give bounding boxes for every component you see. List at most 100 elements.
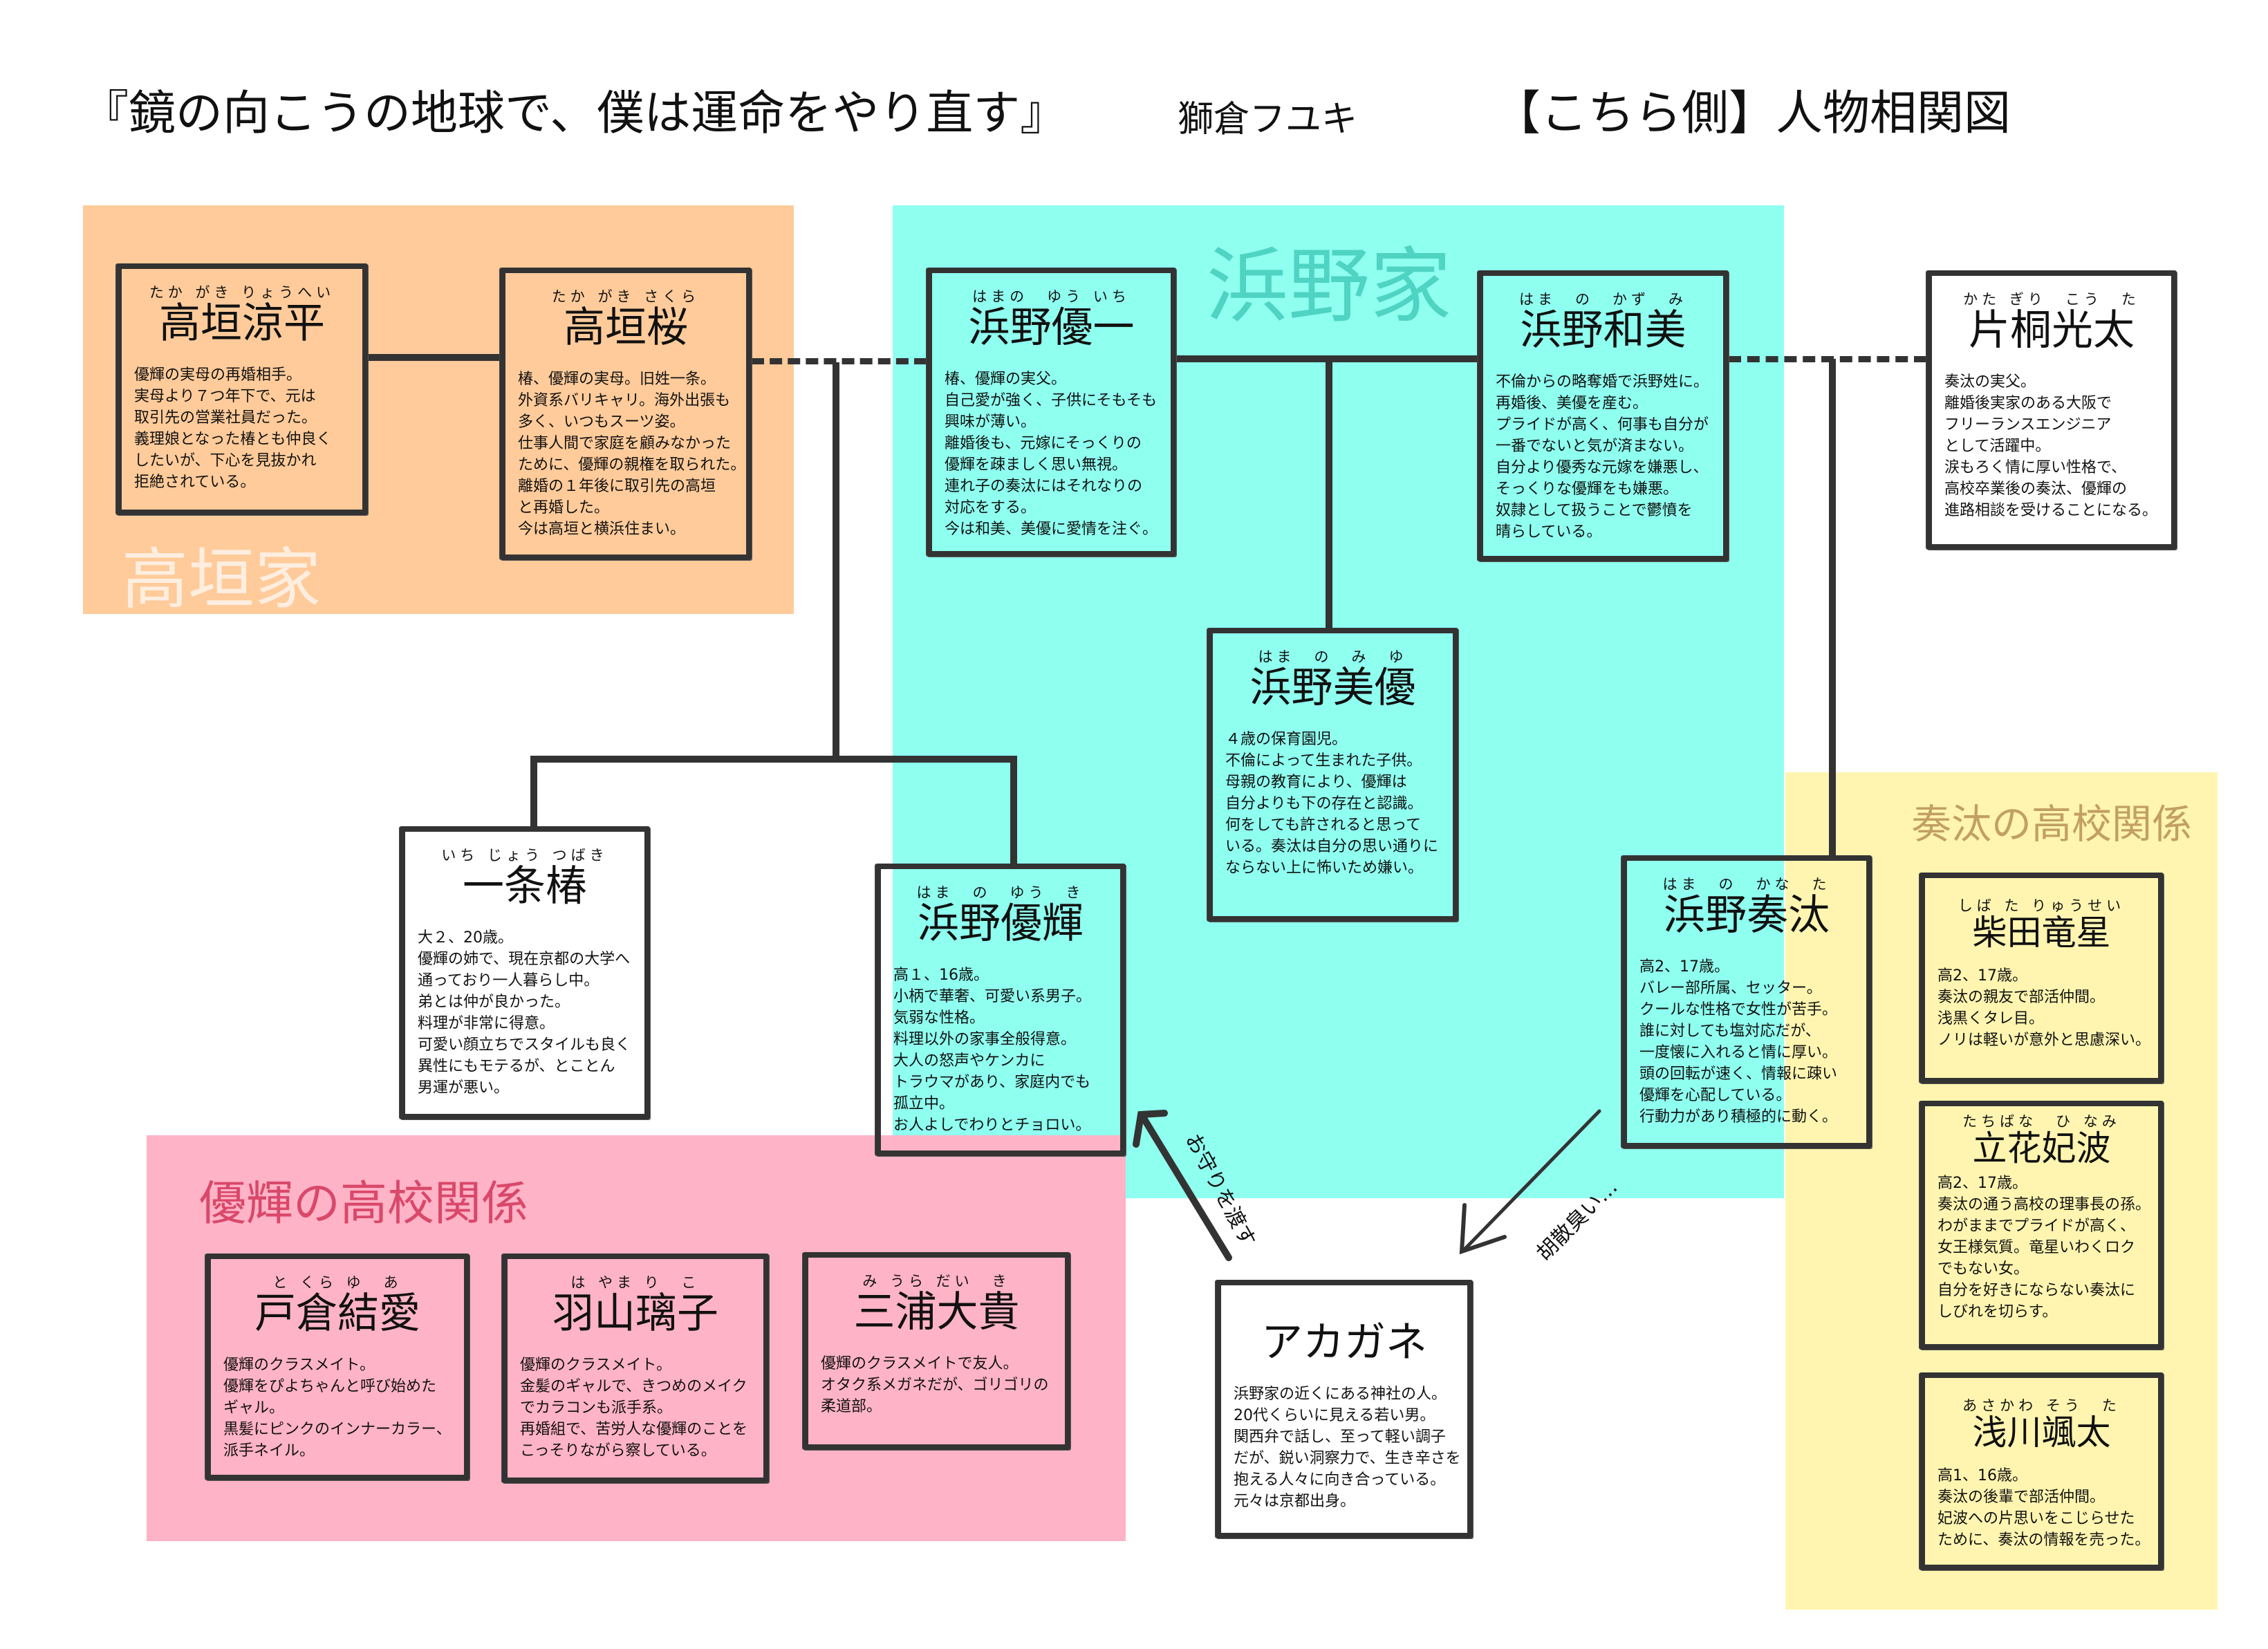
person-name: アカガネ xyxy=(1261,1319,1427,1367)
person-description: 椿、優輝の実父。自己愛が強く、子供にそもそも興味が薄い。離婚後も、元嫁にそっくり… xyxy=(945,369,1171,540)
name-reading: しば た りゅうせい xyxy=(1958,897,2126,914)
description-line: 料理が非常に得意。 xyxy=(418,1015,555,1032)
description-line: 晴らしている。 xyxy=(1496,523,1602,541)
person-name: 片桐光太 xyxy=(1969,306,2135,355)
description-line: 奏汰の後輩で部活仲間。 xyxy=(1937,1489,2106,1506)
person-description: 奏汰の実父。離婚後実家のある大阪でフリーランスエンジニアとして活躍中。涙もろく情… xyxy=(1944,371,2171,521)
description-line: 大人の怒声やケンカに xyxy=(893,1052,1045,1070)
person-card-sakura: たか がき さくら高垣桜椿、優輝の実母。旧姓一条。外資系バリキャリ。海外出張も多… xyxy=(500,268,752,560)
line-children-stem xyxy=(833,362,839,763)
description-line: クールな性格で女性が苦手。 xyxy=(1639,1001,1838,1018)
description-line: 再婚後、美優を産む。 xyxy=(1496,395,1648,412)
person-card-hinami: たちばな ひ なみ立花妃波高2、17歳。奏汰の通う高校の理事長の孫。わがままでプ… xyxy=(1920,1101,2164,1350)
line-to-yuki xyxy=(1010,756,1017,865)
takagaki-family-region xyxy=(83,205,794,614)
description-line: 椿、優輝の実母。旧姓一条。 xyxy=(518,371,716,388)
description-line: 離婚後実家のある大阪で xyxy=(1944,395,2112,412)
description-line: 離婚の１年後に取引先の高垣 xyxy=(518,478,716,495)
person-card-daiki: み うら だい き三浦大貴優輝のクラスメイトで友人。オタク系メガネだが、ゴリゴリ… xyxy=(803,1252,1070,1450)
description-line: 行動力があり積極的に動く。 xyxy=(1639,1108,1838,1126)
name-reading: はまの ゆう いち xyxy=(972,288,1131,305)
description-line: 黒髪にピンクのインナーカラー、 xyxy=(223,1421,452,1438)
description-line: 興味が薄い。 xyxy=(945,413,1037,431)
description-line: として活躍中。 xyxy=(1944,438,2051,455)
group-label-kanata-school: 奏汰の高校関係 xyxy=(1911,801,2193,848)
description-line: 可愛い顔立ちでスタイルも良く xyxy=(418,1036,631,1054)
description-line: 不倫からの略奪婚で浜野姓に。 xyxy=(1496,373,1709,391)
description-line: オタク系メガネだが、ゴリゴリの xyxy=(821,1377,1049,1394)
description-line: 通っており一人暮らし中。 xyxy=(418,972,599,989)
description-line: 20代くらいに見える若い男。 xyxy=(1234,1407,1435,1424)
description-line: 多く、いつもスーツ姿。 xyxy=(518,413,685,431)
description-line: プライドが高く、何事も自分が xyxy=(1496,416,1709,434)
name-reading: たちばな ひ なみ xyxy=(1962,1113,2121,1130)
person-card-yua: と くら ゆ あ戸倉結愛優輝のクラスメイト。優輝をぴよちゃんと呼び始めたギャル。… xyxy=(205,1254,470,1480)
description-line: 孤立中。 xyxy=(893,1095,955,1112)
group-label-takagaki: 高垣家 xyxy=(122,541,321,618)
person-description: 優輝のクラスメイト。金髪のギャルで、きつめのメイクでカラコンも派手系。再婚組で、… xyxy=(520,1354,763,1462)
person-name: 浜野優一 xyxy=(968,304,1135,352)
description-line: だが、鋭い洞察力で、生き辛さを xyxy=(1234,1450,1461,1467)
person-card-kota: かた ぎり こう た片桐光太奏汰の実父。離婚後実家のある大阪でフリーランスエンジ… xyxy=(1926,270,2177,550)
description-line: 母親の教育により、優輝は xyxy=(1225,774,1407,791)
description-line: 優輝のクラスメイト。 xyxy=(520,1357,672,1374)
name-reading: と くら ゆ あ xyxy=(272,1274,402,1291)
description-line: 今は和美、美優に愛情を注ぐ。 xyxy=(945,521,1158,538)
description-line: 関西弁で話し、至って軽い調子 xyxy=(1234,1428,1446,1446)
description-line: 自分より優秀な元嫁を嫌悪し、 xyxy=(1496,459,1709,476)
divorce-line-sakura-yuichi xyxy=(752,358,927,364)
description-line: 外資系バリキャリ。海外出張も xyxy=(518,392,731,409)
description-line: いる。奏汰は自分の思い通りに xyxy=(1225,838,1439,855)
description-line: ギャル。 xyxy=(223,1399,285,1417)
person-description: 高1、16歳。奏汰の後輩で部活仲間。妃波への片思いをこじらせたために、奏汰の情報… xyxy=(1937,1465,2158,1551)
person-name: 浜野優輝 xyxy=(918,900,1084,948)
line-to-tsubaki xyxy=(530,756,537,828)
person-card-ryusei: しば た りゅうせい柴田竜星高2、17歳。奏汰の親友で部活仲間。浅黒くタレ目。ノ… xyxy=(1920,873,2164,1083)
description-line: 今は高垣と横浜住まい。 xyxy=(518,521,686,538)
description-line: 小柄で華奢、可愛い系男子。 xyxy=(893,988,1092,1005)
person-description: 高2、17歳。奏汰の親友で部活仲間。浅黒くタレ目。ノリは軽いが意外と思慮深い。 xyxy=(1937,965,2158,1051)
name-reading: かた ぎり こう た xyxy=(1963,291,2140,308)
name-reading: は やま り こ xyxy=(570,1274,700,1291)
description-line: 妃波への片思いをこじらせた xyxy=(1937,1510,2135,1527)
description-line: 涙もろく情に厚い性格で、 xyxy=(1944,459,2127,476)
description-line: でカラコンも派手系。 xyxy=(520,1399,673,1417)
person-description: 椿、優輝の実母。旧姓一条。外資系バリキャリ。海外出張も多く、いつもスーツ姿。仕事… xyxy=(518,369,746,540)
description-line: 一番でないと気が済まない。 xyxy=(1496,438,1694,455)
description-line: 不倫によって生まれた子供。 xyxy=(1225,752,1422,770)
description-line: 高校卒業後の奏汰、優輝の xyxy=(1944,481,2128,498)
description-line: 優輝のクラスメイト。 xyxy=(223,1357,375,1374)
person-card-ryohei: たか がき りょうへい高垣涼平優輝の実母の再婚相手。実母より７つ年下で、元は取引… xyxy=(116,263,368,515)
description-line: 奴隷として扱うことで鬱憤を xyxy=(1496,502,1693,519)
description-line: フリーランスエンジニア xyxy=(1944,416,2112,434)
person-card-sota: あさかわ そう た浅川颯太高1、16歳。奏汰の後輩で部活仲間。妃波への片思いをこ… xyxy=(1920,1372,2164,1570)
person-card-tsubaki: いち じょう つばき一条椿大２、20歳。優輝の姉で、現在京都の大学へ通っており一… xyxy=(400,826,650,1119)
description-line: 何をしても許されると思って xyxy=(1225,817,1422,834)
person-description: 高2、17歳。奏汰の通う高校の理事長の孫。わがままでプライドが高く、女王様気質。… xyxy=(1937,1173,2158,1323)
person-name: 三浦大貴 xyxy=(853,1288,1020,1336)
name-reading: たか がき りょうへい xyxy=(149,284,335,301)
description-line: 浅黒くタレ目。 xyxy=(1937,1010,2045,1027)
person-card-yuichi: はまの ゆう いち浜野優一椿、優輝の実父。自己愛が強く、子供にそもそも興味が薄い… xyxy=(927,268,1176,557)
name-reading: たか がき さくら xyxy=(551,288,700,305)
description-line: 弟とは仲が良かった。 xyxy=(418,994,570,1011)
description-line: 女王様気質。竜星いわくロク xyxy=(1937,1239,2136,1256)
description-line: こっそりながら察している。 xyxy=(520,1442,716,1460)
person-name: 一条椿 xyxy=(463,862,587,911)
description-line: バレー部所属、セッター。 xyxy=(1639,980,1822,997)
description-line: 気弱な性格。 xyxy=(893,1009,985,1027)
name-reading: あさかわ そう た xyxy=(1962,1397,2121,1414)
description-line: 元々は京都出身。 xyxy=(1234,1493,1356,1510)
description-line: 奏汰の親友で部活仲間。 xyxy=(1937,989,2106,1006)
person-description: 大２、20歳。優輝の姉で、現在京都の大学へ通っており一人暮らし中。弟とは仲が良か… xyxy=(418,927,644,1099)
description-line: ならない上に怖いため嫌い。 xyxy=(1225,859,1424,877)
person-name: 浜野美優 xyxy=(1249,664,1416,712)
person-description: 優輝の実母の再婚相手。実母より７つ年下で、元は取引先の営業社員だった。義理娘とな… xyxy=(134,364,362,493)
description-line: 頭の回転が速く、情報に疎い xyxy=(1639,1065,1838,1083)
name-reading: いち じょう つばき xyxy=(441,847,608,864)
page-title: 『鏡の向こうの地球で、僕は運命をやり直す』 xyxy=(82,86,1068,141)
description-line: 一度懐に入れると情に厚い。 xyxy=(1639,1044,1838,1061)
description-line: 奏汰の通う高校の理事長の孫。 xyxy=(1937,1196,2151,1213)
person-card-kanata: はま の かな た浜野奏汰高2、17歳。バレー部所属、セッター。クールな性格で女… xyxy=(1621,855,1872,1148)
